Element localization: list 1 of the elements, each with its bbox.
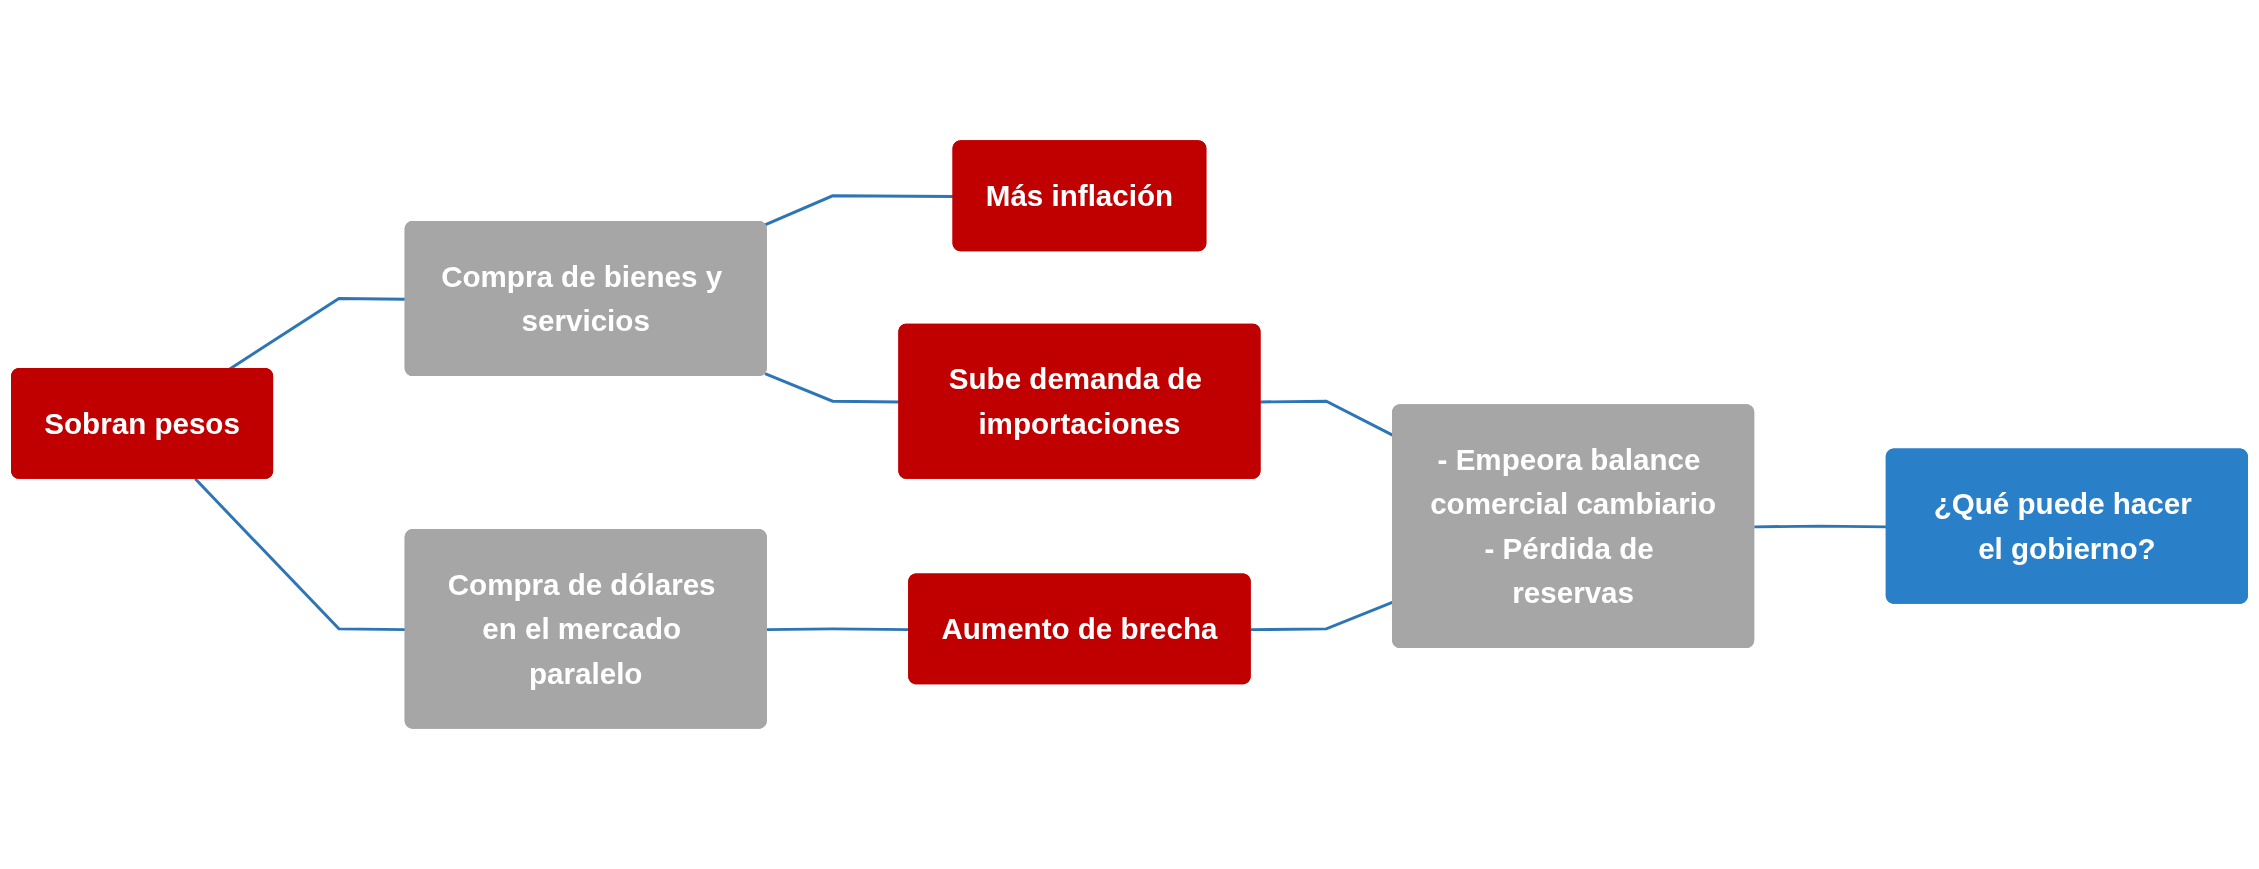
connector (764, 372, 900, 404)
